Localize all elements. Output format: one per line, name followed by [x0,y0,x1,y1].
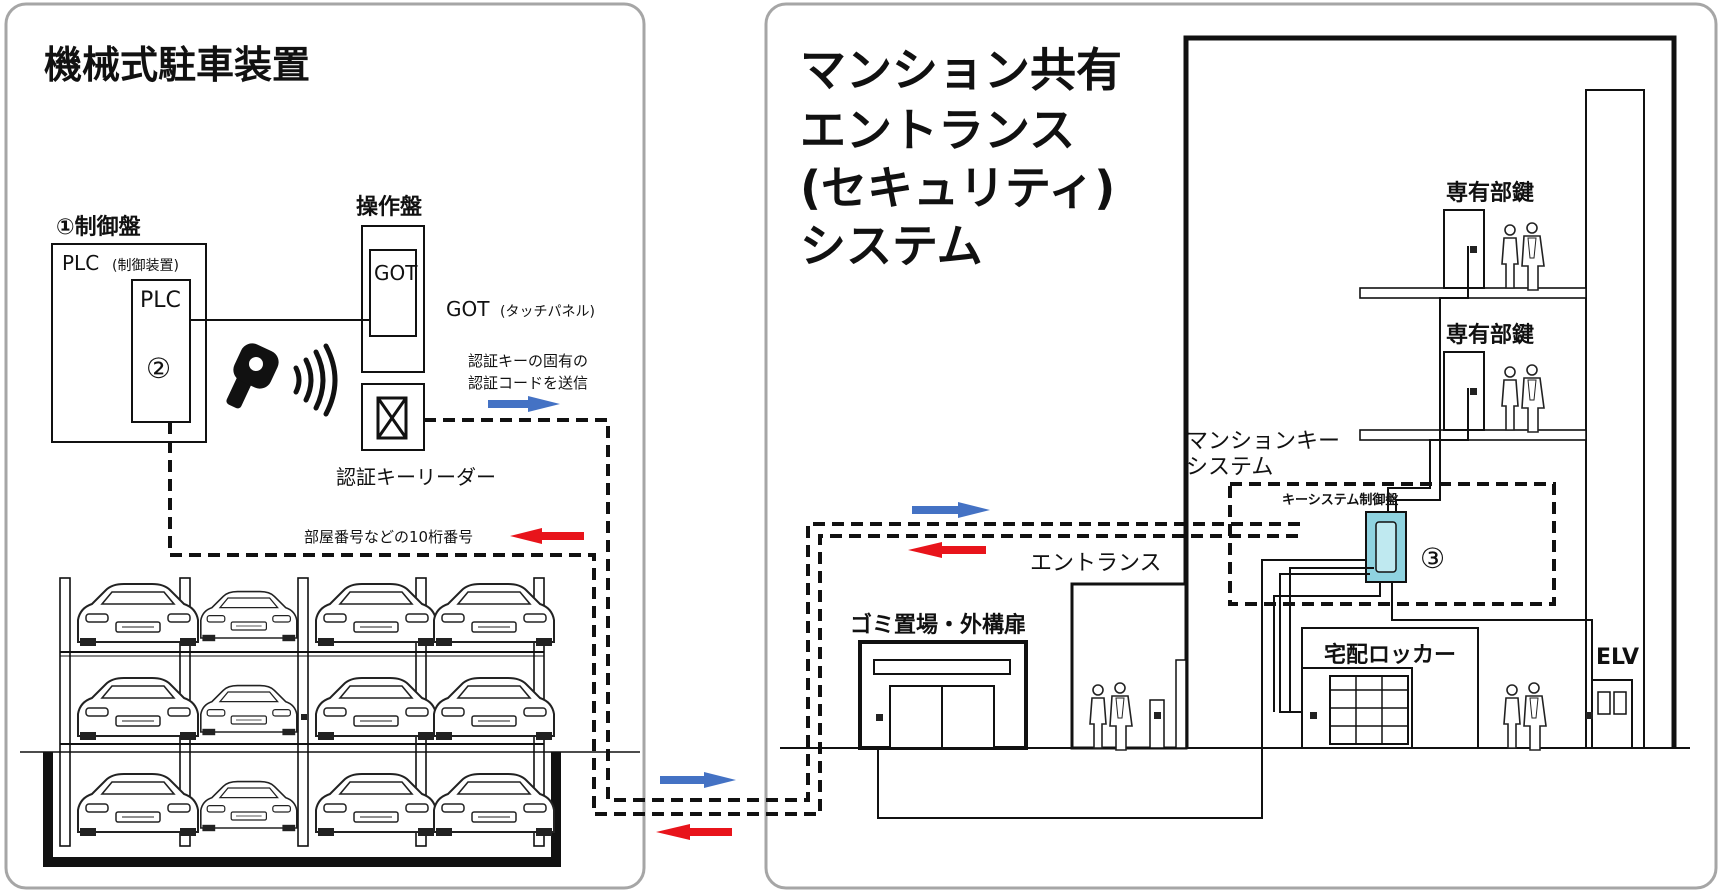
mansion-key-line1: マンションキー [1186,429,1340,454]
right-title-line2: エントランス [800,103,1075,157]
plc-inner-label: PLC [140,288,181,313]
send-text-line1: 認証キーの固有の [468,352,588,370]
red-arrow-middle [656,824,732,840]
red-arrow-right [908,542,986,558]
plc-number: ② [146,352,171,385]
delivery-locker-label: 宅配ロッカー [1324,642,1456,668]
red-arrow-room [510,528,584,544]
signal-line-plc [168,422,1300,816]
parking-structure [20,577,640,867]
right-title-line4: システム [800,219,983,273]
operation-panel-label: 操作盤 [356,194,423,220]
control-panel-label: ①制御盤 [56,214,142,240]
left-panel-frame [4,2,646,890]
right-title-line3: (セキュリティ) [800,161,1115,215]
key-system-number: ③ [1420,542,1445,575]
elv-label: ELV [1596,645,1639,670]
private-key-label-1: 専有部鍵 [1446,180,1534,206]
key-reader-label: 認証キーリーダー [336,465,496,489]
plc-device-box [131,279,191,423]
plc-sub-label: (制御装置) [112,258,179,274]
room-number-text: 部屋番号などの10桁番号 [304,528,473,546]
send-text-line2: 認証コードを送信 [468,374,588,392]
blue-arrow-send [488,396,560,412]
entrance-label: エントランス [1030,551,1162,576]
signal-waves-icon [293,343,338,417]
blue-arrow-middle [660,772,736,788]
building [780,35,1690,749]
key-system-panel-label: キーシステム制御盤 [1282,492,1399,508]
garbage-label: ゴミ置場・外構扉 [850,612,1026,638]
auth-key-icon [226,343,279,409]
signal-line-reader [424,418,1300,802]
private-key-label-2: 専有部鍵 [1446,322,1534,348]
got-screen [369,249,417,337]
got-label: GOT [446,297,490,321]
mansion-key-system-zone [1228,482,1556,606]
left-panel-title: 機械式駐車装置 [44,43,310,87]
right-panel-frame [764,2,1718,890]
plc-label: PLC [62,251,99,275]
got-screen-label: GOT [374,261,418,285]
got-sub-label: (タッチパネル) [500,304,595,320]
mansion-key-line2: システム [1186,455,1273,480]
blue-arrow-right [912,502,990,518]
right-title-line1: マンション共有 [800,43,1122,97]
